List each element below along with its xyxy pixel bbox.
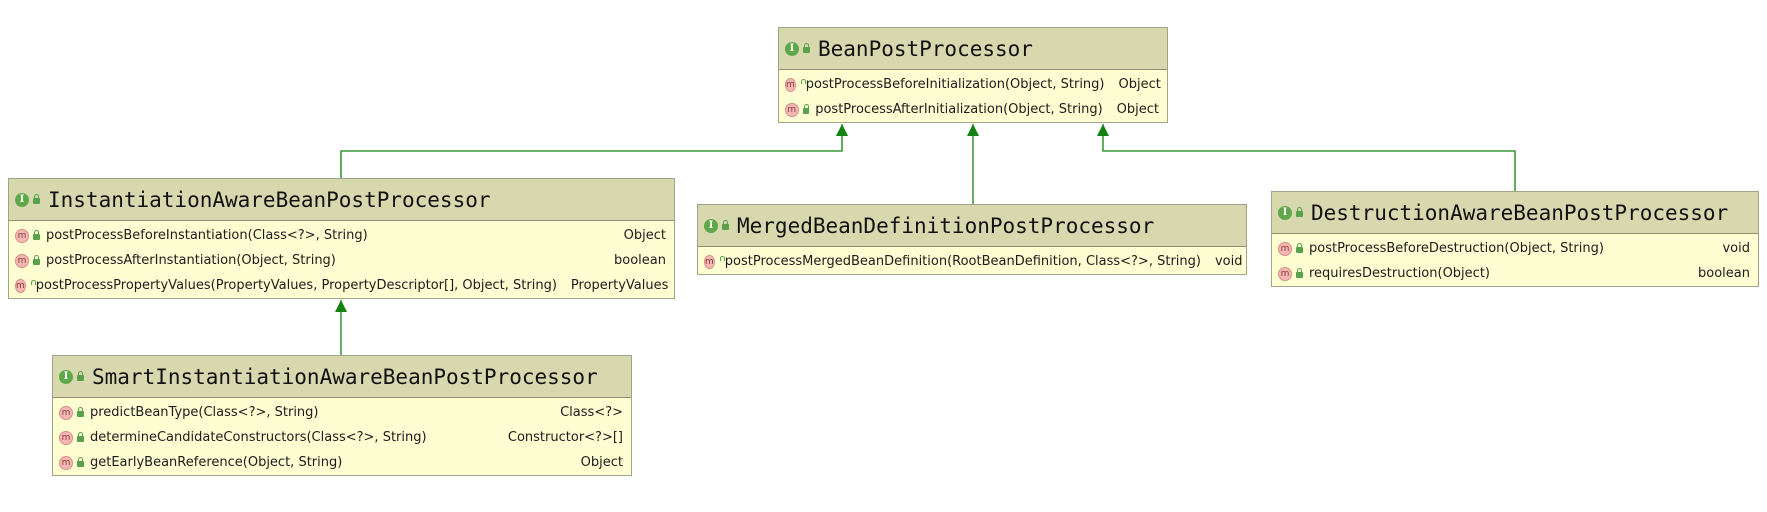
method-icon: m <box>1278 241 1292 256</box>
method-return-type: Object <box>1116 102 1159 117</box>
method-icon: m <box>15 278 26 293</box>
class-header: I InstantiationAwareBeanPostProcessor <box>9 179 674 221</box>
member-list: m postProcessMergedBeanDefinition(RootBe… <box>698 247 1246 274</box>
method-row[interactable]: m postProcessBeforeDestruction(Object, S… <box>1272 236 1758 261</box>
method-icon: m <box>15 228 29 243</box>
public-visibility-icon <box>77 431 84 442</box>
public-visibility-icon <box>1296 206 1303 217</box>
public-visibility-icon <box>722 219 729 230</box>
public-visibility-icon <box>803 42 810 53</box>
method-icon: m <box>1278 266 1292 281</box>
method-return-type: Object <box>1118 77 1161 92</box>
method-icon: m <box>785 102 799 117</box>
member-list: m predictBeanType(Class<?>, String) Clas… <box>53 398 631 475</box>
inheritance-arrowhead-siabpp <box>335 300 347 312</box>
interface-icon: I <box>59 369 73 384</box>
method-signature: postProcessBeforeDestruction(Object, Str… <box>1309 241 1604 256</box>
method-signature: postProcessAfterInstantiation(Object, St… <box>46 253 336 268</box>
method-signature: getEarlyBeanReference(Object, String) <box>90 455 343 470</box>
inheritance-line-dabpp <box>1102 124 1516 191</box>
method-icon: m <box>59 405 73 420</box>
interface-icon: I <box>1278 205 1292 220</box>
method-signature: postProcessBeforeInitialization(Object, … <box>805 77 1105 92</box>
method-row[interactable]: m postProcessBeforeInitialization(Object… <box>779 72 1167 97</box>
method-signature: determineCandidateConstructors(Class<?>,… <box>90 430 427 445</box>
interface-icon: I <box>704 218 718 233</box>
method-signature: postProcessAfterInitialization(Object, S… <box>815 102 1103 117</box>
class-box-smart-instantiation-aware-bean-post-processor[interactable]: I SmartInstantiationAwareBeanPostProcess… <box>52 355 632 476</box>
class-name: BeanPostProcessor <box>818 36 1033 61</box>
inheritance-line-iabpp <box>340 124 843 178</box>
class-name: InstantiationAwareBeanPostProcessor <box>48 187 491 212</box>
class-header: I SmartInstantiationAwareBeanPostProcess… <box>53 356 631 398</box>
interface-icon: I <box>15 192 29 207</box>
method-row[interactable]: m postProcessAfterInstantiation(Object, … <box>9 248 674 273</box>
public-visibility-icon <box>33 254 40 265</box>
method-signature: postProcessMergedBeanDefinition(RootBean… <box>724 254 1201 269</box>
public-visibility-icon <box>1296 267 1303 278</box>
class-box-merged-bean-definition-post-processor[interactable]: I MergedBeanDefinitionPostProcessor m po… <box>697 204 1247 275</box>
class-box-instantiation-aware-bean-post-processor[interactable]: I InstantiationAwareBeanPostProcessor m … <box>8 178 675 299</box>
method-row[interactable]: m postProcessAfterInitialization(Object,… <box>779 97 1167 122</box>
inheritance-arrowhead-mbdpp <box>967 124 979 136</box>
method-return-type: void <box>1214 254 1243 269</box>
public-visibility-icon <box>33 229 40 240</box>
method-icon: m <box>59 455 73 470</box>
member-list: m postProcessBeforeInitialization(Object… <box>779 70 1167 122</box>
method-row[interactable]: m getEarlyBeanReference(Object, String) … <box>53 450 631 475</box>
interface-icon: I <box>785 41 799 56</box>
member-list: m postProcessBeforeDestruction(Object, S… <box>1272 234 1758 286</box>
method-signature: postProcessPropertyValues(PropertyValues… <box>35 278 557 293</box>
method-return-type: Object <box>623 228 666 243</box>
class-box-bean-post-processor[interactable]: I BeanPostProcessor m postProcessBeforeI… <box>778 27 1168 123</box>
member-list: m postProcessBeforeInstantiation(Class<?… <box>9 221 674 298</box>
method-icon: m <box>59 430 73 445</box>
class-header: I BeanPostProcessor <box>779 28 1167 70</box>
edge-layer <box>335 124 1516 355</box>
method-signature: postProcessBeforeInstantiation(Class<?>,… <box>46 228 368 243</box>
public-visibility-icon <box>1296 242 1303 253</box>
method-icon: m <box>785 77 796 92</box>
method-icon: m <box>15 253 29 268</box>
class-name: SmartInstantiationAwareBeanPostProcessor <box>92 364 598 389</box>
method-icon: m <box>704 254 715 269</box>
inheritance-arrowhead-dabpp <box>1097 124 1109 136</box>
public-visibility-icon <box>802 103 810 114</box>
method-return-type: boolean <box>614 253 666 268</box>
method-return-type: PropertyValues <box>570 278 669 293</box>
public-visibility-icon <box>33 193 40 204</box>
method-row[interactable]: m predictBeanType(Class<?>, String) Clas… <box>53 400 631 425</box>
inheritance-arrowhead-iabpp <box>836 124 848 136</box>
class-name: DestructionAwareBeanPostProcessor <box>1311 200 1729 225</box>
method-return-type: Class<?> <box>560 405 623 420</box>
method-return-type: Object <box>580 455 623 470</box>
method-row[interactable]: m postProcessPropertyValues(PropertyValu… <box>9 273 674 298</box>
method-return-type: Constructor<?>[] <box>507 430 623 445</box>
method-row[interactable]: m requiresDestruction(Object) boolean <box>1272 261 1758 286</box>
class-header: I MergedBeanDefinitionPostProcessor <box>698 205 1246 247</box>
method-row[interactable]: m postProcessMergedBeanDefinition(RootBe… <box>698 249 1246 274</box>
method-row[interactable]: m postProcessBeforeInstantiation(Class<?… <box>9 223 674 248</box>
public-visibility-icon <box>77 370 84 381</box>
public-visibility-icon <box>77 456 84 467</box>
public-visibility-icon <box>77 406 84 417</box>
method-signature: predictBeanType(Class<?>, String) <box>90 405 319 420</box>
class-name: MergedBeanDefinitionPostProcessor <box>737 213 1155 238</box>
class-box-destruction-aware-bean-post-processor[interactable]: I DestructionAwareBeanPostProcessor m po… <box>1271 191 1759 287</box>
class-header: I DestructionAwareBeanPostProcessor <box>1272 192 1758 234</box>
method-signature: requiresDestruction(Object) <box>1309 266 1490 281</box>
method-row[interactable]: m determineCandidateConstructors(Class<?… <box>53 425 631 450</box>
method-return-type: void <box>1722 241 1750 256</box>
method-return-type: boolean <box>1698 266 1750 281</box>
